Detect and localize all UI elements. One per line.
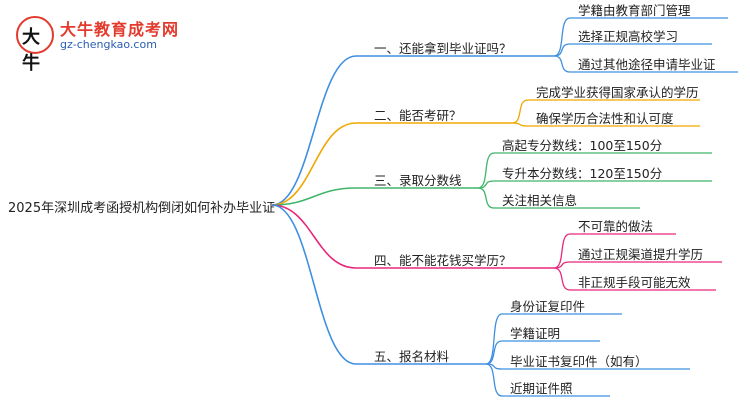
leaf-connector	[511, 122, 529, 127]
leaf-label: 学籍由教育部门管理	[578, 3, 691, 18]
leaf-connector	[485, 363, 503, 397]
leaf-connector	[553, 233, 571, 269]
leaf-connector	[553, 43, 571, 57]
root-topic: 2025年深圳成考函授机构倒闭如何补办毕业证	[8, 201, 276, 216]
leaf-label: 非正规手段可能无效	[578, 275, 691, 290]
leaf-label: 关注相关信息	[502, 193, 578, 208]
branch-label: 五、报名材料	[374, 349, 450, 364]
leaf-connector	[477, 152, 495, 189]
branch-label: 四、能不能花钱买学历？	[374, 253, 512, 268]
leaf-label: 身份证复印件	[510, 299, 586, 314]
leaf-connector	[553, 267, 571, 291]
leaf-label: 专升本分数线：120至150分	[502, 166, 663, 181]
leaf-label: 近期证件照	[510, 381, 573, 396]
leaf-label: 通过其他途径申请毕业证	[578, 57, 716, 72]
leaf-connector	[485, 340, 503, 365]
logo-url: gz-chengkao.com	[60, 38, 157, 51]
branch-label: 一、还能拿到毕业证吗？	[374, 41, 512, 56]
branch-label: 三、录取分数线	[374, 173, 462, 188]
leaf-label: 不可靠的做法	[578, 219, 654, 234]
branch-connector	[271, 187, 357, 206]
leaf-label: 毕业证书复印件（如有）	[510, 354, 648, 369]
leaf-label: 确保学历合法性和认可度	[536, 111, 674, 126]
branch-connector	[271, 204, 357, 365]
leaf-label: 通过正规渠道提升学历	[578, 247, 704, 262]
branch-connector	[271, 204, 357, 269]
leaf-connector	[485, 313, 503, 365]
bull-logo-icon: 大牛	[16, 16, 54, 74]
branch-label: 二、能否考研？	[374, 108, 462, 123]
leaf-label: 选择正规高校学习	[578, 29, 679, 44]
site-logo[interactable]: 大牛 大牛教育成考网 gz-chengkao.com	[12, 14, 182, 74]
leaf-label: 完成学业获得国家承认的学历	[536, 85, 699, 100]
leaf-connector	[553, 17, 571, 57]
logo-title: 大牛教育成考网	[60, 20, 180, 39]
leaf-connector	[553, 55, 571, 73]
leaf-connector	[511, 99, 529, 124]
leaf-connector	[477, 187, 495, 209]
branch-connector	[271, 55, 357, 206]
leaf-label: 学籍证明	[510, 326, 561, 341]
leaf-label: 高起专分数线：100至150分	[502, 138, 663, 153]
branch-connector	[271, 122, 357, 206]
